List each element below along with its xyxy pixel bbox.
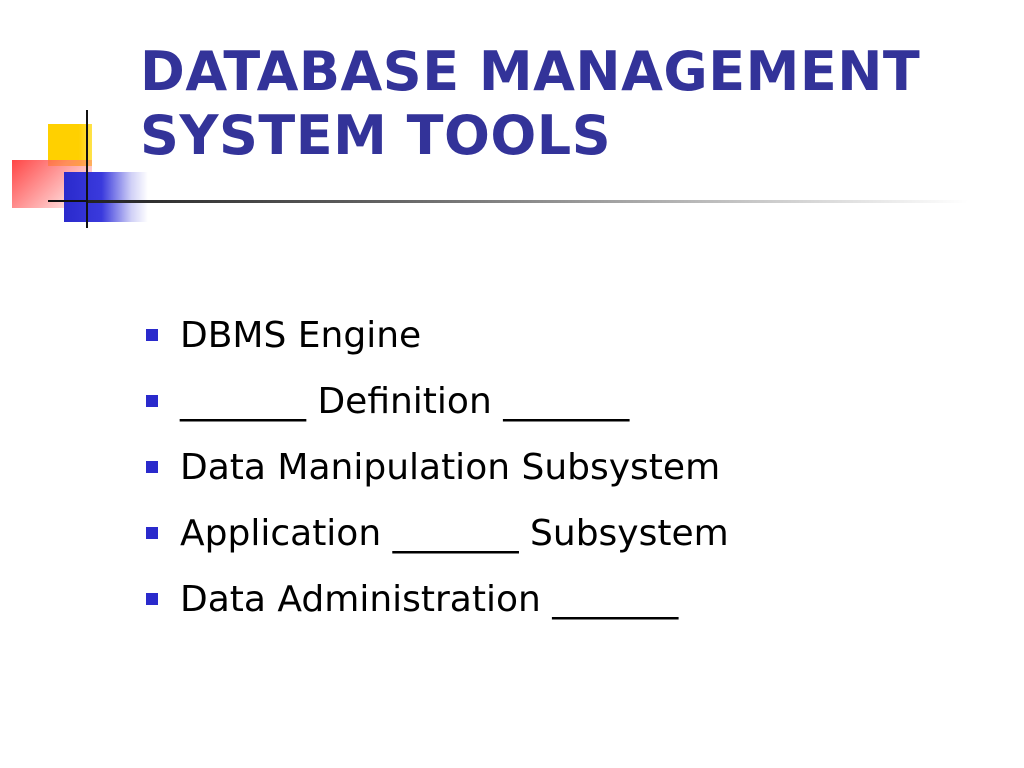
square-bullet-icon xyxy=(146,527,158,539)
bullet-text: Application _______ Subsystem xyxy=(180,512,729,554)
slide-title: DATABASE MANAGEMENT SYSTEM TOOLS xyxy=(140,40,921,167)
bullet-item: Data Administration _______ xyxy=(146,566,729,632)
bullet-text: Data Manipulation Subsystem xyxy=(180,446,721,488)
decorative-logo xyxy=(0,0,160,240)
blue-square-shape xyxy=(64,172,148,222)
title-divider xyxy=(88,200,968,203)
square-bullet-icon xyxy=(146,395,158,407)
yellow-square-shape xyxy=(48,124,92,166)
square-bullet-icon xyxy=(146,461,158,473)
bullet-text: _______ Definition _______ xyxy=(180,380,630,422)
bullet-item: Data Manipulation Subsystem xyxy=(146,434,729,500)
bullet-item: _______ Definition _______ xyxy=(146,368,729,434)
bullet-text: Data Administration _______ xyxy=(180,578,679,620)
bullet-item: DBMS Engine xyxy=(146,302,729,368)
square-bullet-icon xyxy=(146,593,158,605)
vertical-crosshair-line xyxy=(86,110,88,228)
square-bullet-icon xyxy=(146,329,158,341)
bullet-text: DBMS Engine xyxy=(180,314,422,356)
bullet-list: DBMS Engine _______ Definition _______ D… xyxy=(146,302,729,632)
bullet-item: Application _______ Subsystem xyxy=(146,500,729,566)
